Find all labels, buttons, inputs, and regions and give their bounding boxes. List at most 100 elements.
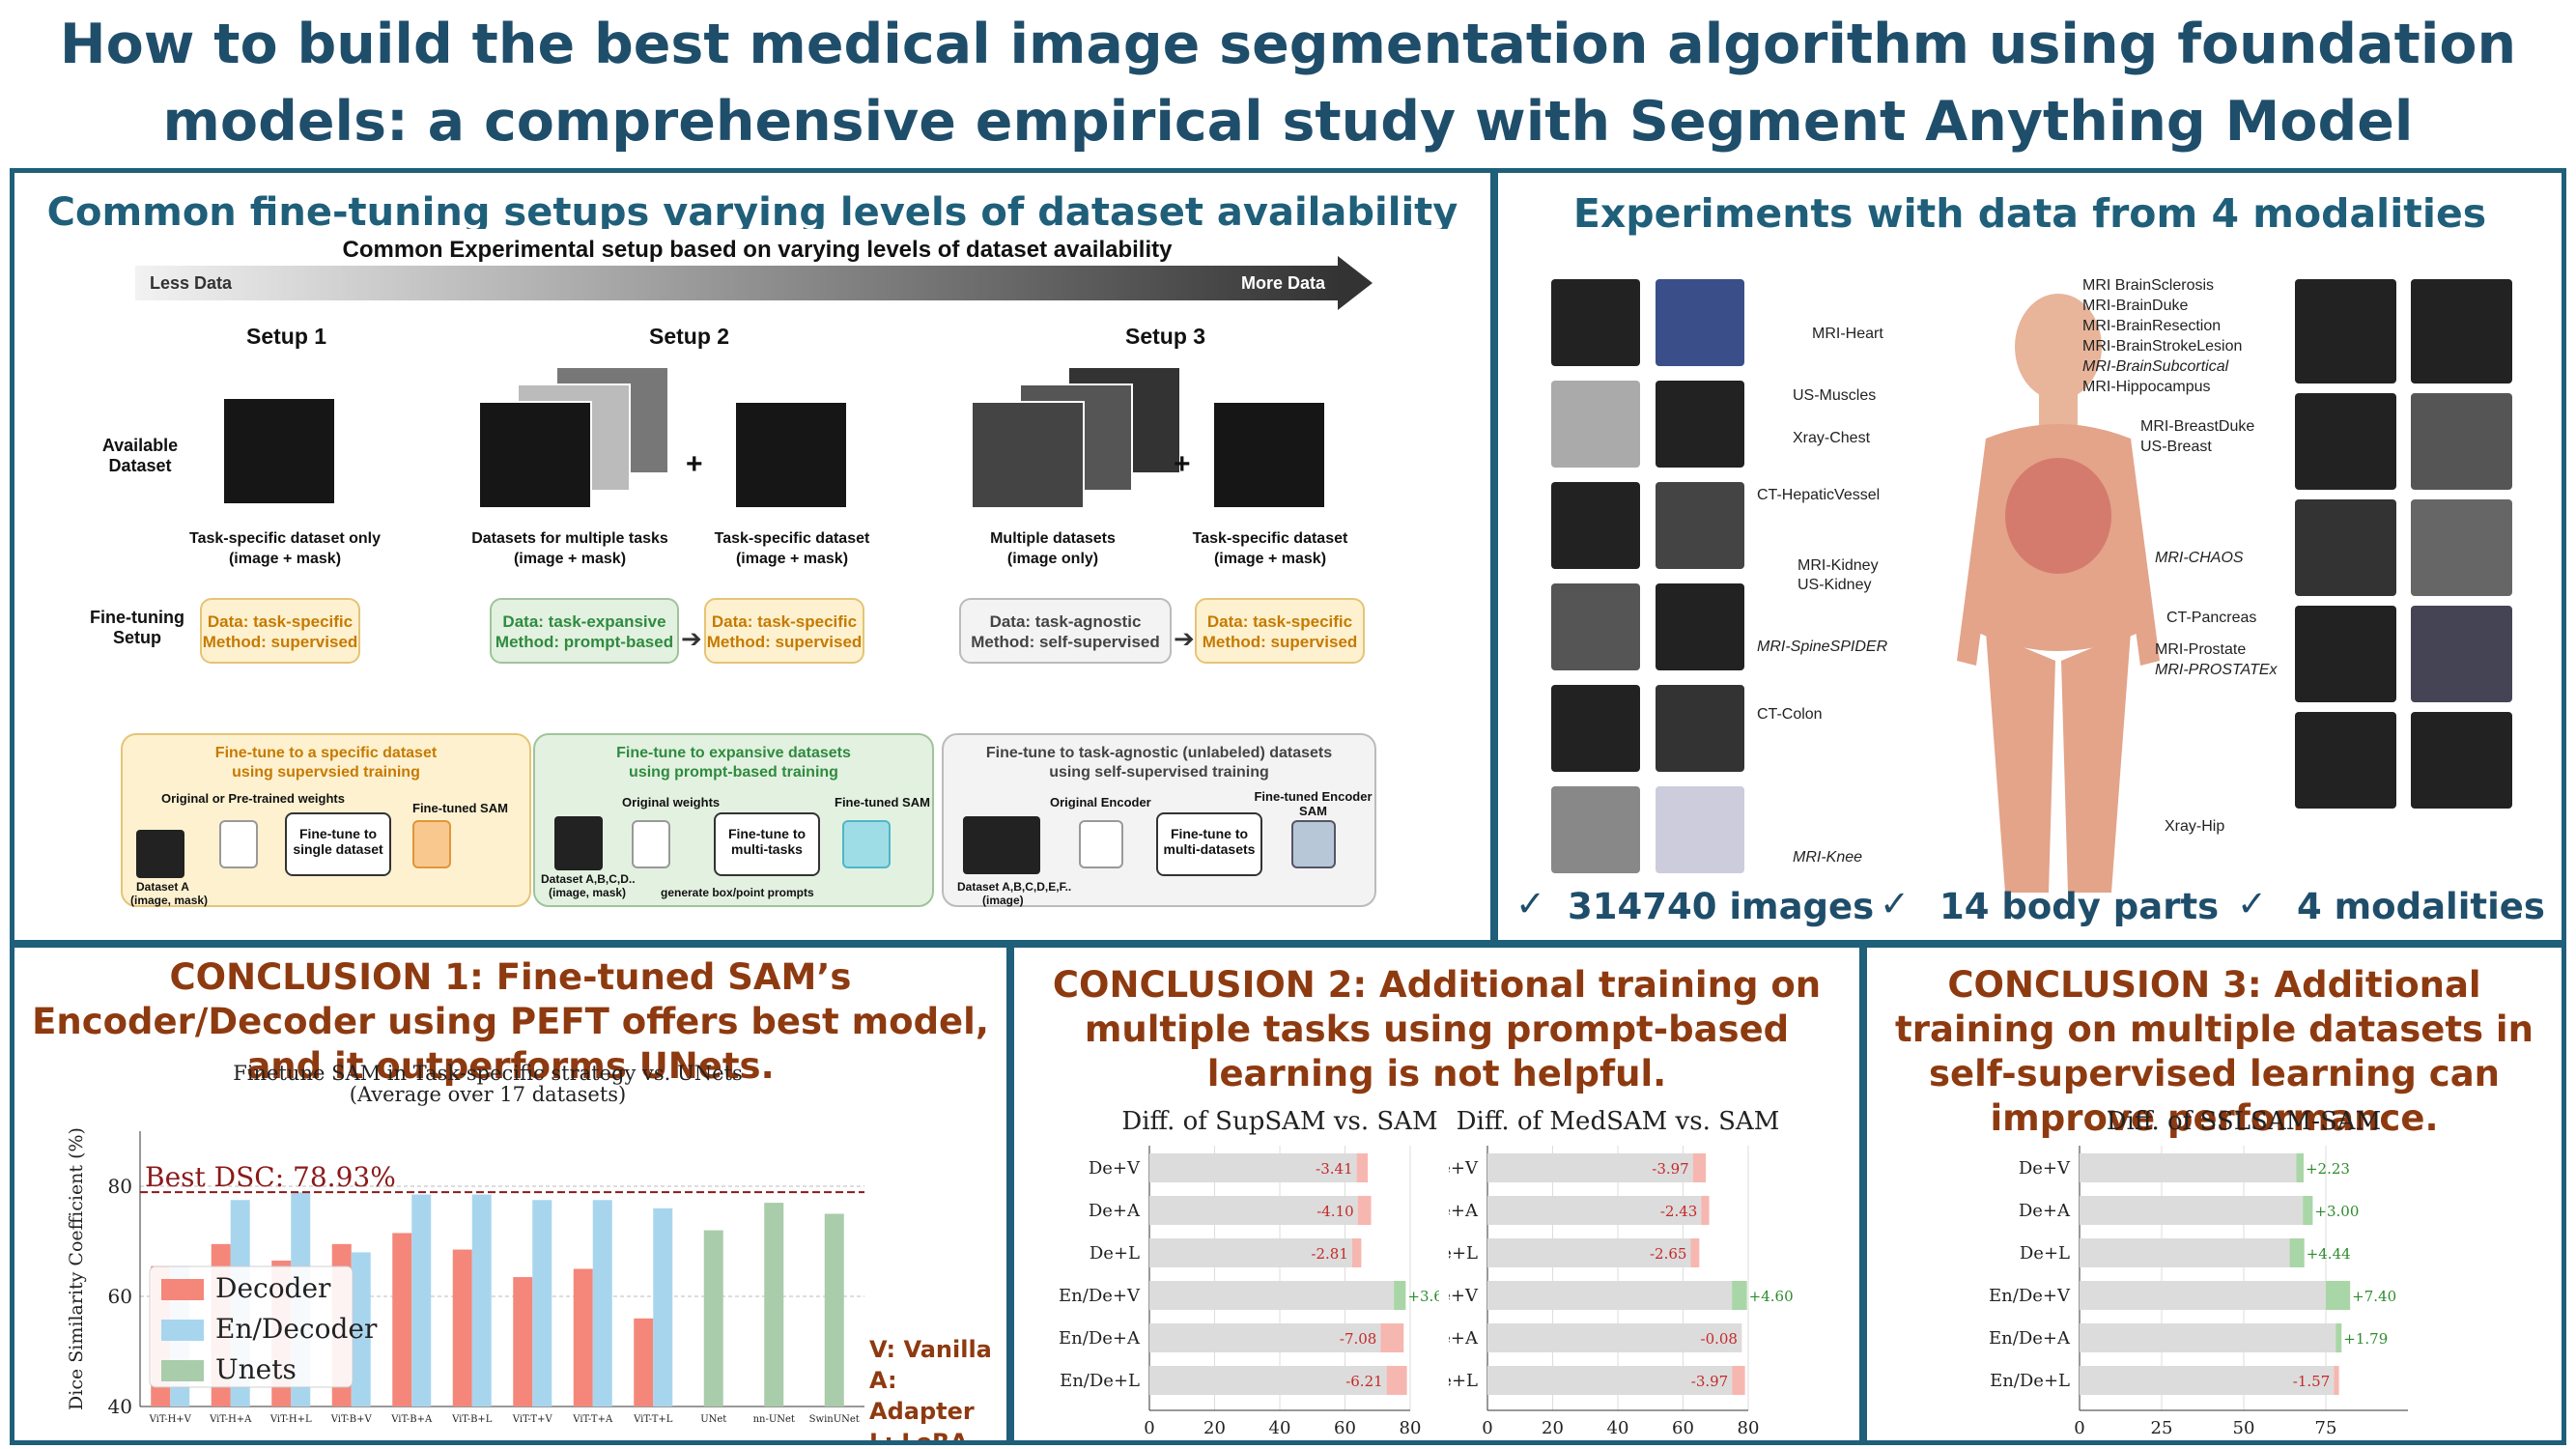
organ-label: Xray-Chest: [1793, 430, 1871, 446]
y-tick-label: En/De+V: [1989, 1286, 2071, 1306]
conclusion-3-heading: CONCLUSION 3: Additional training on mul…: [1895, 964, 2534, 1139]
modalities-heading: Experiments with data from 4 modalities: [1572, 190, 2487, 237]
data-label: -7.08: [1340, 1330, 1376, 1348]
x-tick-label: ViT-H+A: [209, 1414, 252, 1425]
loss-bar: [1692, 1153, 1707, 1182]
loss-bar: [1386, 1366, 1407, 1395]
setup2-detail: Fine-tune to expansive datasets using pr…: [533, 733, 934, 907]
stat-body-parts: 14 body parts: [1939, 886, 2220, 927]
base-bar: [1149, 1366, 1387, 1395]
organ-label: MRI-PROSTATEx: [2155, 662, 2278, 678]
x-tick-label: 20: [1203, 1418, 1226, 1438]
base-bar: [2080, 1366, 2335, 1395]
x-tick-label: 0: [1144, 1418, 1154, 1438]
base-bar: [1487, 1196, 1702, 1225]
y-tick-label: De+A: [1089, 1201, 1141, 1221]
base-bar: [1487, 1281, 1733, 1310]
loss-bar: [1351, 1238, 1362, 1267]
arrow-icon: ➔: [1174, 624, 1195, 653]
organ-label: MRI BrainSclerosis: [2082, 277, 2215, 294]
organ-label: MRI-Heart: [1812, 326, 1883, 342]
x-tick-label: 0: [2074, 1418, 2084, 1438]
setup-3-title: Setup 3: [1125, 324, 1206, 349]
data-label: -2.43: [1660, 1203, 1697, 1220]
setups-panel: Common fine-tuning setups varying levels…: [10, 168, 1495, 945]
data-label: -2.65: [1650, 1245, 1686, 1263]
poster-title: How to build the best medical image segm…: [59, 13, 2517, 154]
loss-bar: [1732, 1366, 1745, 1395]
base-bar: [2080, 1323, 2336, 1352]
stat-images: 314740 images: [1568, 886, 1875, 927]
loss-bar: [1357, 1196, 1372, 1225]
chart-subtitle: (Average over 17 datasets): [350, 1083, 626, 1106]
legend-label: Unets: [215, 1353, 297, 1385]
organ-label: CT-Colon: [1757, 706, 1823, 723]
setups-subheading: Common Experimental setup based on varyi…: [342, 237, 1173, 263]
data-label: -3.97: [1691, 1373, 1728, 1390]
conclusion-2-panel: CONCLUSION 2: Additional training on mul…: [1009, 943, 1864, 1445]
organ-label: Xray-Hip: [2165, 818, 2225, 835]
x-tick-label: SwinUNet: [809, 1414, 860, 1425]
data-label: -3.41: [1316, 1160, 1352, 1178]
base-bar: [2080, 1281, 2326, 1310]
bar-en-decoder: [592, 1200, 612, 1406]
data-gradient-arrow: [135, 266, 1343, 300]
bar-unets: [703, 1230, 723, 1406]
base-bar: [1149, 1196, 1358, 1225]
dataset-desc: Multiple datasets(image only): [990, 530, 1116, 567]
medsam-diff-chart: Diff. of MedSAM vs. SAM020406080De+V-3.9…: [1449, 1107, 1794, 1438]
bar-decoder: [573, 1268, 593, 1406]
base-bar: [1149, 1238, 1352, 1267]
less-data-label: Less Data: [150, 273, 233, 293]
y-tick-label: En/De+L: [1449, 1371, 1478, 1391]
base-bar: [1487, 1238, 1691, 1267]
x-tick-label: 40: [1607, 1418, 1629, 1438]
y-tick-label: De+L: [1449, 1243, 1478, 1264]
y-tick-label: 60: [108, 1285, 132, 1308]
y-tick-label: De+A: [1449, 1201, 1479, 1221]
x-tick-label: 60: [1672, 1418, 1694, 1438]
x-tick-label: ViT-H+V: [149, 1414, 192, 1425]
x-tick-label: UNet: [700, 1414, 726, 1425]
plus-sign: +: [1174, 448, 1191, 480]
check-icon: ✓: [1880, 883, 1911, 924]
chart-title: Diff. of SSLSAM-SAM: [2107, 1107, 2381, 1136]
conclusion-1-panel: CONCLUSION 1: Fine-tuned SAM’s Encoder/D…: [10, 943, 1011, 1445]
chart-title: Diff. of MedSAM vs. SAM: [1457, 1107, 1780, 1136]
y-tick-label: De+L: [2020, 1243, 2070, 1264]
finetuning-setup-label: Fine-tuning Setup: [90, 608, 184, 647]
base-bar: [1149, 1323, 1381, 1352]
modalities-panel: Experiments with data from 4 modalities: [1493, 168, 2566, 945]
bar-decoder: [452, 1249, 472, 1406]
y-tick-label: En/De+L: [1990, 1371, 2070, 1391]
mri-scan-image: [971, 401, 1085, 509]
x-tick-label: nn-UNet: [753, 1414, 795, 1425]
legend-swatch: [161, 1279, 204, 1300]
organ-label: MRI-Hippocampus: [2082, 379, 2211, 395]
organ-label: US-Kidney: [1798, 577, 1872, 593]
data-label: -4.10: [1316, 1203, 1353, 1220]
gain-bar: [2296, 1153, 2304, 1182]
dice-bar-chart: Finetune SAM in Task-specific strategy v…: [66, 1062, 864, 1425]
x-tick-label: 50: [2233, 1418, 2255, 1438]
x-tick-label: 20: [1542, 1418, 1564, 1438]
check-icon: ✓: [1515, 883, 1546, 924]
ct-scan-image: [222, 397, 336, 505]
loss-bar: [1701, 1196, 1710, 1225]
organ-label: MRI-CHAOS: [2155, 550, 2244, 566]
gain-bar: [2326, 1281, 2351, 1310]
more-data-label: More Data: [1241, 273, 1326, 293]
data-label: +2.23: [2306, 1160, 2350, 1178]
y-tick-label: De+A: [2019, 1201, 2071, 1221]
y-axis-label: Dice Similarity Coefficient (%): [66, 1127, 87, 1410]
organ-label: MRI-SpineSPIDER: [1757, 639, 1888, 655]
x-tick-label: ViT-T+V: [512, 1414, 553, 1425]
x-tick-label: 25: [2151, 1418, 2173, 1438]
x-tick-label: ViT-T+A: [572, 1414, 613, 1425]
organ-label: CT-HepaticVessel: [1757, 487, 1881, 503]
ct-scan-image: [1212, 401, 1326, 509]
